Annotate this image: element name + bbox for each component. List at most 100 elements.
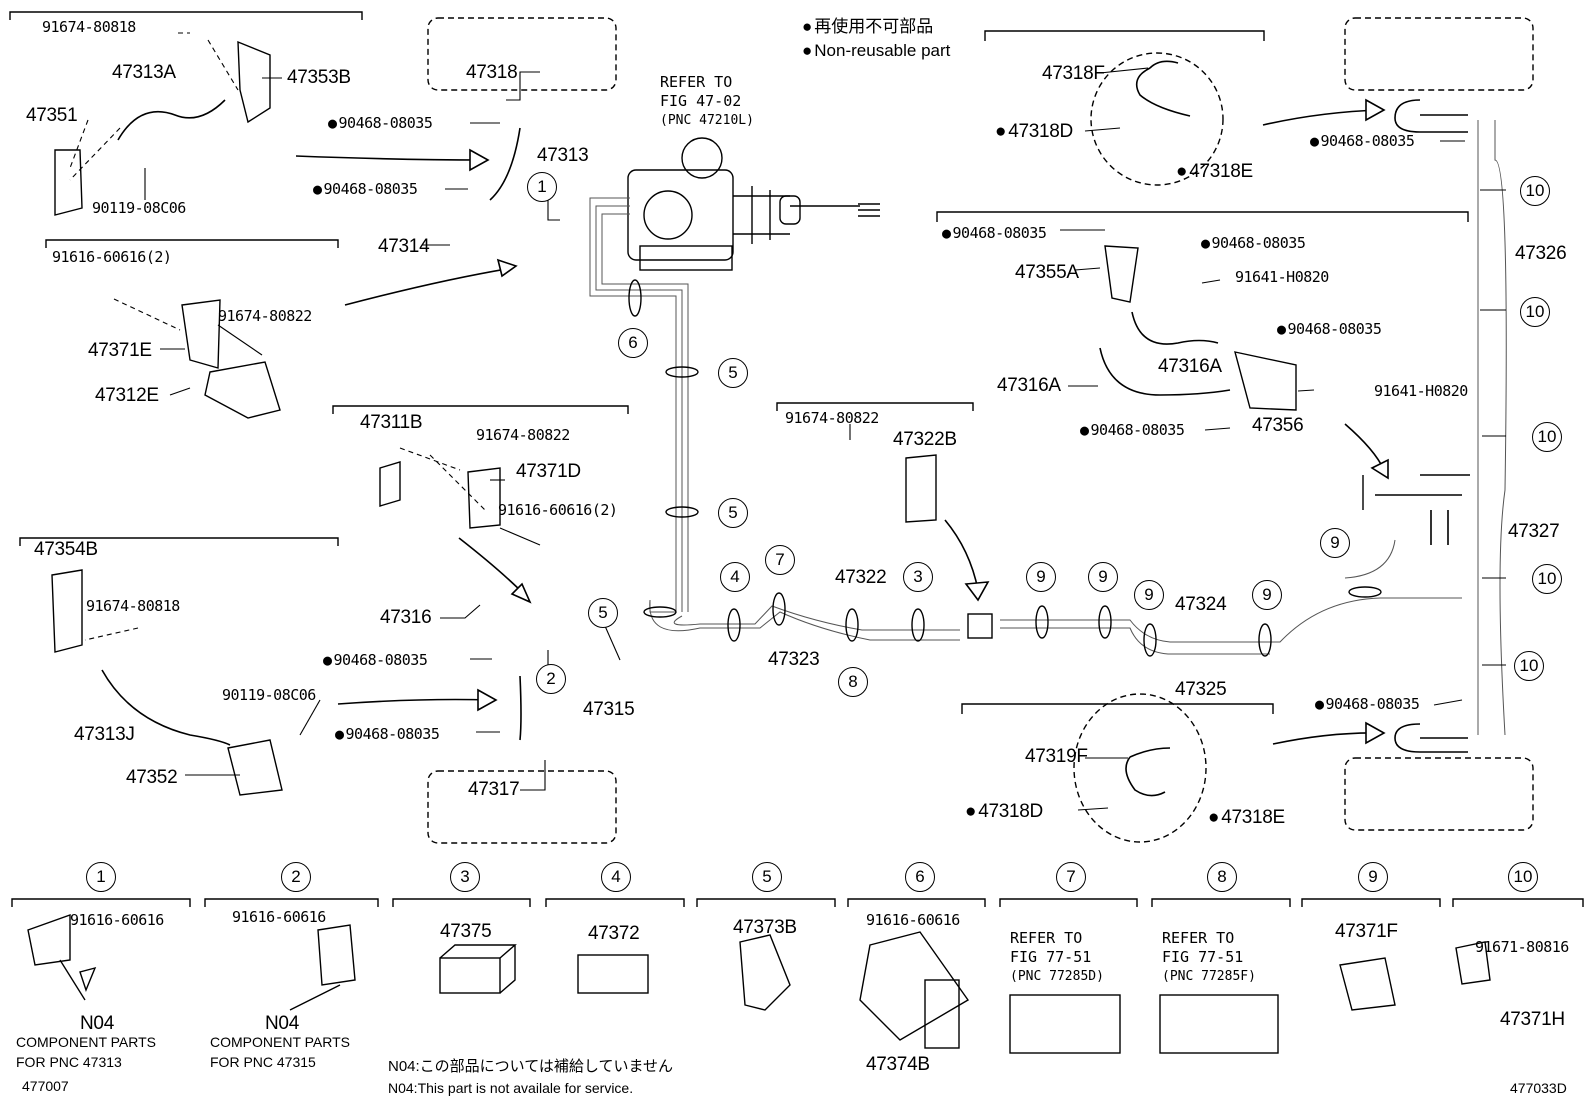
callout-3[interactable]: 3 (903, 562, 933, 592)
part-label[interactable]: 47323 (768, 649, 820, 670)
part-label[interactable]: 91674-80822 (476, 426, 570, 444)
bottom-callout-1[interactable]: 1 (86, 862, 116, 892)
callout-5[interactable]: 5 (718, 498, 748, 528)
part-label[interactable]: 91641-H0820 (1235, 268, 1329, 286)
part-label[interactable]: 47371E (88, 340, 152, 361)
part-label[interactable]: 90468-08035 (1310, 134, 1415, 149)
part-label[interactable]: 47353B (287, 67, 351, 88)
part-label[interactable]: 47352 (126, 767, 178, 788)
callout-10[interactable]: 10 (1532, 564, 1562, 594)
part-label[interactable]: 47371F (1335, 921, 1398, 942)
callout-8[interactable]: 8 (838, 667, 868, 697)
part-label[interactable]: 47318 (466, 62, 518, 83)
part-label[interactable]: 90468-08035 (1277, 322, 1382, 337)
callout-7[interactable]: 7 (765, 545, 795, 575)
part-label[interactable]: 90468-08035 (323, 653, 428, 668)
part-label[interactable]: 90468-08035 (1080, 423, 1185, 438)
part-label[interactable]: 47318D (995, 122, 1073, 141)
part-label[interactable]: 90468-08035 (1315, 697, 1420, 712)
bottom-callout-3[interactable]: 3 (450, 862, 480, 892)
bottom-callout-4[interactable]: 4 (601, 862, 631, 892)
callout-2[interactable]: 2 (536, 664, 566, 694)
part-label[interactable]: 47372 (588, 923, 640, 944)
part-label[interactable]: 47324 (1175, 594, 1227, 615)
part-label[interactable]: 90468-08035 (335, 727, 440, 742)
part-label[interactable]: 47318F (1042, 63, 1105, 84)
bottom-callout-8[interactable]: 8 (1207, 862, 1237, 892)
callout-9[interactable]: 9 (1026, 562, 1056, 592)
callout-4[interactable]: 4 (720, 562, 750, 592)
callout-9[interactable]: 9 (1088, 562, 1118, 592)
part-label[interactable]: 47327 (1508, 521, 1560, 542)
part-label[interactable]: 47318E (1208, 808, 1285, 827)
callout-9[interactable]: 9 (1134, 580, 1164, 610)
part-label[interactable]: 91616-60616 (232, 908, 326, 926)
part-label[interactable]: 47373B (733, 917, 797, 938)
part-label[interactable]: 91616-60616(2) (498, 501, 618, 519)
refer-fig-77-51-d[interactable]: REFER TO FIG 77-51 (PNC 77285D) (1010, 910, 1104, 986)
bottom-callout-7[interactable]: 7 (1056, 862, 1086, 892)
callout-10[interactable]: 10 (1520, 176, 1550, 206)
part-label[interactable]: 47316A (997, 375, 1061, 396)
part-label[interactable]: 91674-80818 (86, 597, 180, 615)
part-label[interactable]: 47313A (112, 62, 176, 83)
callout-10[interactable]: 10 (1532, 422, 1562, 452)
part-label[interactable]: 47374B (866, 1054, 930, 1075)
part-label[interactable]: 47371D (516, 461, 581, 482)
part-label[interactable]: 90468-08035 (328, 116, 433, 131)
part-label[interactable]: 47318E (1176, 162, 1253, 181)
part-label[interactable]: 47312E (95, 385, 159, 406)
part-label[interactable]: 47313 (537, 145, 589, 166)
part-label[interactable]: 91674-80822 (785, 409, 879, 427)
part-label[interactable]: 91616-60616 (866, 911, 960, 929)
part-label[interactable]: 91671-80816 (1475, 938, 1569, 956)
part-label[interactable]: 47322B (893, 429, 957, 450)
part-label[interactable]: 90119-08C06 (92, 199, 186, 217)
part-label[interactable]: 47317 (468, 779, 520, 800)
part-label[interactable]: 47314 (378, 236, 430, 257)
part-label[interactable]: 90468-08035 (942, 226, 1047, 241)
callout-9[interactable]: 9 (1320, 528, 1350, 558)
part-label[interactable]: 91616-60616(2) (52, 248, 172, 266)
part-label[interactable]: 47318D (965, 802, 1043, 821)
part-label[interactable]: 91616-60616 (70, 911, 164, 929)
part-label[interactable]: 47351 (26, 105, 78, 126)
callout-10[interactable]: 10 (1520, 297, 1550, 327)
bottom-callout-10[interactable]: 10 (1508, 862, 1538, 892)
legend-japanese: 再使用不可部品 (802, 18, 933, 35)
part-label[interactable]: 47316 (380, 607, 432, 628)
bottom-callout-5[interactable]: 5 (752, 862, 782, 892)
part-label[interactable]: 47311B (360, 412, 423, 433)
part-label[interactable]: 47354B (34, 539, 98, 560)
part-label[interactable]: 47355A (1015, 262, 1079, 283)
callout-5[interactable]: 5 (718, 358, 748, 388)
part-label[interactable]: 47326 (1515, 243, 1567, 264)
part-label[interactable]: 91674-80818 (42, 18, 136, 36)
part-label[interactable]: 90119-08C06 (222, 686, 316, 704)
part-label[interactable]: 47313J (74, 724, 135, 745)
part-label[interactable]: 47356 (1252, 415, 1304, 436)
callout-9[interactable]: 9 (1252, 580, 1282, 610)
part-label[interactable]: 47319F (1025, 746, 1088, 767)
part-label[interactable]: 47315 (583, 699, 635, 720)
note-text: COMPONENT PARTS (210, 1034, 351, 1050)
callout-1[interactable]: 1 (527, 172, 557, 202)
callout-5[interactable]: 5 (588, 598, 618, 628)
part-label[interactable]: 91641-H0820 (1374, 382, 1468, 400)
callout-10[interactable]: 10 (1514, 651, 1544, 681)
bottom-callout-6[interactable]: 6 (905, 862, 935, 892)
refer-fig-47-02[interactable]: REFER TO FIG 47-02 (PNC 47210L) (660, 54, 754, 130)
part-label[interactable]: 47316A (1158, 356, 1222, 377)
refer-fig-77-51-f[interactable]: REFER TO FIG 77-51 (PNC 77285F) (1162, 910, 1256, 986)
part-label[interactable]: 91674-80822 (218, 307, 312, 325)
part-label[interactable]: 47325 (1175, 679, 1227, 700)
callout-6[interactable]: 6 (618, 328, 648, 358)
bottom-callout-9[interactable]: 9 (1358, 862, 1388, 892)
part-label[interactable]: 47375 (440, 921, 492, 942)
part-label[interactable]: 90468-08035 (1201, 236, 1306, 251)
part-label[interactable]: 47371H (1500, 1009, 1565, 1030)
part-label[interactable]: 47322 (835, 567, 887, 588)
bottom-callout-2[interactable]: 2 (281, 862, 311, 892)
part-label[interactable]: 90468-08035 (313, 182, 418, 197)
